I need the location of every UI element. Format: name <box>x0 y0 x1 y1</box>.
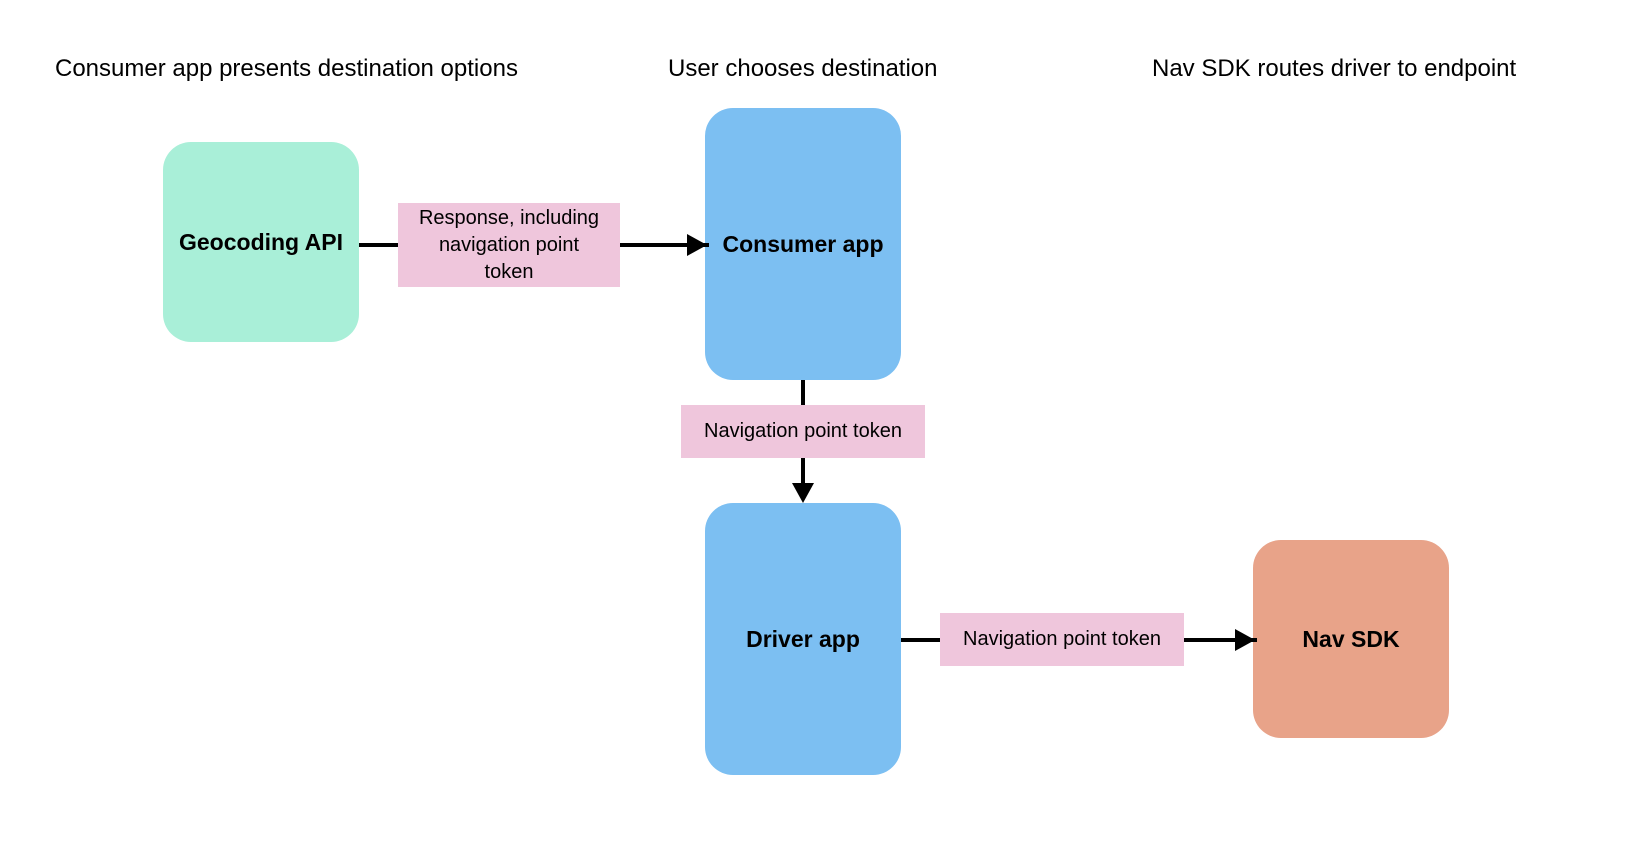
column-header-user-chooses-destination: User chooses destination <box>668 55 938 82</box>
edge-label-navigation-point-token-consumer-driver: Navigation point token <box>681 405 925 458</box>
node-consumer-app-label: Consumer app <box>722 230 884 257</box>
node-consumer-app[interactable]: Consumer app <box>705 108 901 380</box>
edge-label-line-3: token <box>484 260 534 283</box>
column-header-consumer-app-presents: Consumer app presents destination option… <box>55 55 518 82</box>
arrowhead-consumer-to-driver <box>792 483 814 503</box>
edge-label-text: Navigation point token <box>704 420 902 442</box>
arrowhead-driver-to-navsdk <box>1235 629 1255 651</box>
edge-label-line-1: Response, including <box>418 206 600 229</box>
node-driver-app-label: Driver app <box>746 625 860 652</box>
node-nav-sdk[interactable]: Nav SDK <box>1253 540 1449 738</box>
edge-label-line-2: navigation point <box>438 233 580 256</box>
edge-label-text: Navigation point token <box>963 628 1161 650</box>
node-geocoding-api[interactable]: Geocoding API <box>163 142 359 342</box>
arrowhead-geocoding-to-consumer <box>687 234 707 256</box>
column-header-nav-sdk-routes-driver: Nav SDK routes driver to endpoint <box>1152 55 1517 82</box>
node-geocoding-api-label: Geocoding API <box>179 228 343 255</box>
node-driver-app[interactable]: Driver app <box>705 503 901 775</box>
node-nav-sdk-label: Nav SDK <box>1302 625 1400 652</box>
edge-label-response-including-navigation-point-token: Response, including navigation point tok… <box>398 203 620 287</box>
edge-label-navigation-point-token-driver-navsdk: Navigation point token <box>940 613 1184 666</box>
